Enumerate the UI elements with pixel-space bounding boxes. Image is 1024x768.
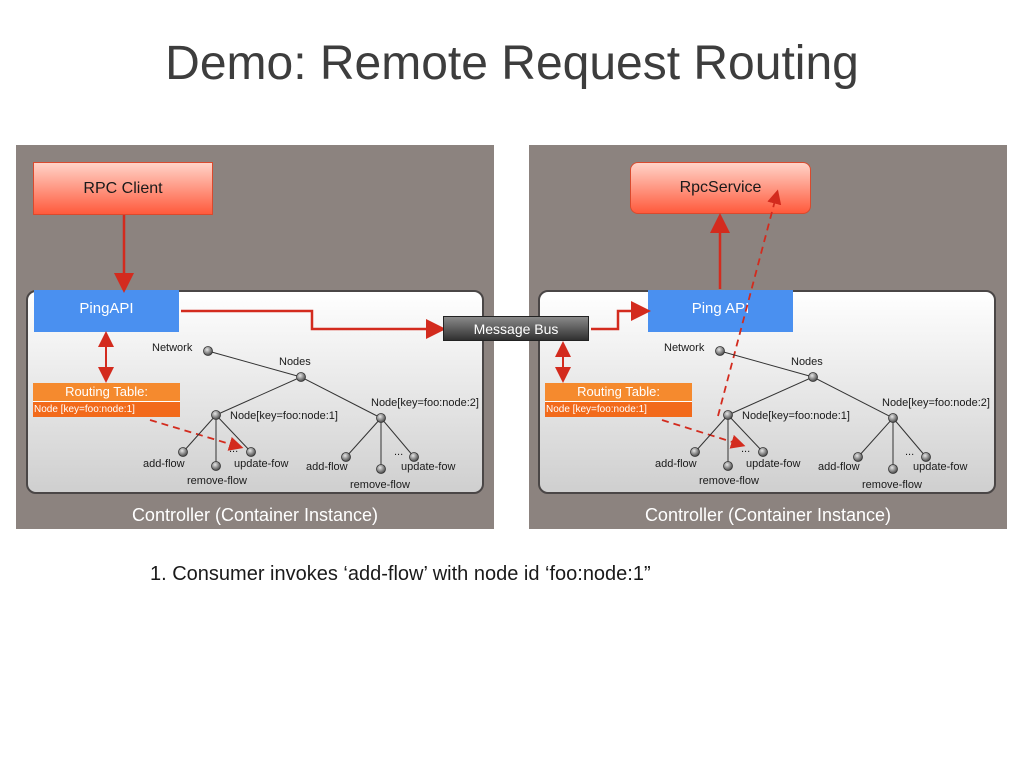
left-tree-edges xyxy=(182,350,415,469)
right-add-flow-2-node xyxy=(853,452,863,462)
right-remove-flow-2-label: remove-flow xyxy=(862,479,922,491)
right-panel-caption: Controller (Container Instance) xyxy=(644,505,892,525)
left-routing-table: Routing Table: Node [key=foo:node:1] xyxy=(33,383,180,420)
right-nodes-node xyxy=(808,372,818,382)
right-routing-table: Routing Table: Node [key=foo:node:1] xyxy=(545,383,692,420)
right-network-label: Network xyxy=(664,342,705,354)
left-remove-flow-1-node xyxy=(211,461,221,471)
rpc-service-box: RpcService xyxy=(630,162,811,214)
right-update-flow-1-node xyxy=(758,447,768,457)
right-dispatch-dashed-arrow xyxy=(717,189,782,417)
left-add-flow-1-label: add-flow xyxy=(143,458,185,470)
right-node1-label: Node[key=foo:node:1] xyxy=(742,410,850,422)
right-remove-flow-1-label: remove-flow xyxy=(699,475,759,487)
rpc-client-box: RPC Client xyxy=(33,162,213,215)
right-add-flow-1-label: add-flow xyxy=(655,458,697,470)
right-remove-flow-1-node xyxy=(723,461,733,471)
left-node2-node xyxy=(376,413,386,423)
right-update-flow-2-node xyxy=(921,452,931,462)
right-network-node xyxy=(715,346,725,356)
right-remove-flow-2-node xyxy=(888,464,898,474)
right-tree-nodes xyxy=(690,346,931,474)
left-node1-label: Node[key=foo:node:1] xyxy=(230,410,338,422)
left-update-flow-1-node xyxy=(246,447,256,457)
right-add-flow-2-label: add-flow xyxy=(818,461,860,473)
left-update-flow-2-label: update-fow xyxy=(401,461,456,473)
messagebus-to-pingapi-arrow xyxy=(591,301,651,331)
left-remove-flow-2-node xyxy=(376,464,386,474)
slide-title: Demo: Remote Request Routing xyxy=(165,37,859,90)
left-routing-table-title: Routing Table: xyxy=(33,383,180,401)
right-node1-node xyxy=(723,410,733,420)
right-node2-label: Node[key=foo:node:2] xyxy=(882,397,990,409)
left-remove-flow-1-label: remove-flow xyxy=(187,475,247,487)
left-tree-nodes xyxy=(178,346,419,474)
left-routing-table-row: Node [key=foo:node:1] xyxy=(33,401,180,417)
left-add-flow-1-node xyxy=(178,447,188,457)
right-routing-table-title: Routing Table: xyxy=(545,383,692,401)
right-update-flow-2-label: update-fow xyxy=(913,461,968,473)
right-tree-edges xyxy=(694,350,927,469)
right-node2-node xyxy=(888,413,898,423)
right-ping-api-box: Ping API xyxy=(648,290,793,332)
right-add-flow-1-node xyxy=(690,447,700,457)
right-routing-table-row: Node [key=foo:node:1] xyxy=(545,401,692,417)
left-lookup-dashed-arrow xyxy=(149,419,244,451)
right-controller-panel: RpcService Ping API Routing Table: Node … xyxy=(529,145,1007,529)
step-footnote: 1. Consumer invokes ‘add-flow’ with node… xyxy=(150,563,651,585)
right-nodes-label: Nodes xyxy=(791,356,823,368)
right-lookup-dashed-arrow xyxy=(661,419,746,449)
right-update-flow-1-label: update-fow xyxy=(746,458,801,470)
left-ellipsis-1: ... xyxy=(229,443,239,455)
message-bus-box: Message Bus xyxy=(443,316,589,341)
left-nodes-label: Nodes xyxy=(279,356,311,368)
left-add-flow-2-label: add-flow xyxy=(306,461,348,473)
left-network-node xyxy=(203,346,213,356)
left-remove-flow-2-label: remove-flow xyxy=(350,479,410,491)
left-update-flow-1-label: update-fow xyxy=(234,458,289,470)
left-network-label: Network xyxy=(152,342,193,354)
left-panel-caption: Controller (Container Instance) xyxy=(131,505,379,525)
left-update-flow-2-node xyxy=(409,452,419,462)
left-node1-node xyxy=(211,410,221,420)
left-node2-label: Node[key=foo:node:2] xyxy=(371,397,479,409)
left-nodes-node xyxy=(296,372,306,382)
left-add-flow-2-node xyxy=(341,452,351,462)
pingapi-to-messagebus-arrow xyxy=(181,309,446,339)
right-ellipsis-2: ... xyxy=(905,446,915,458)
left-ping-api-box: PingAPI xyxy=(34,290,179,332)
left-ellipsis-2: ... xyxy=(394,446,404,458)
left-controller-panel: RPC Client PingAPI Routing Table: Node [… xyxy=(16,145,494,529)
right-ellipsis-1: ... xyxy=(741,443,751,455)
